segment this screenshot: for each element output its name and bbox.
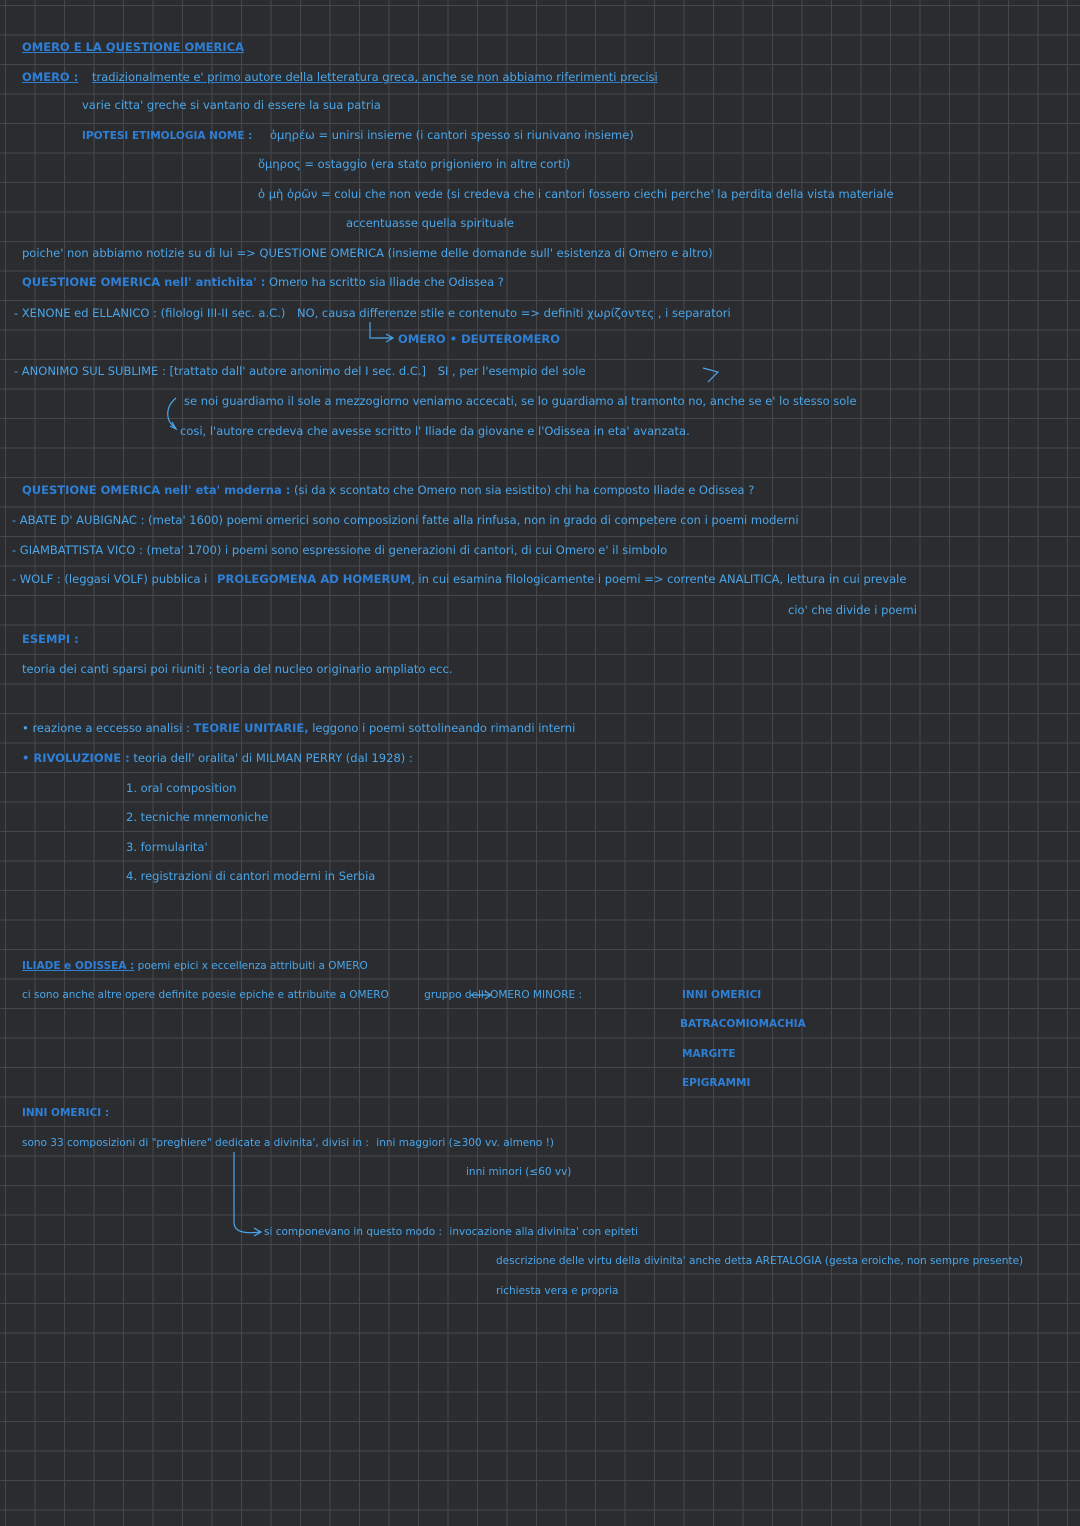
note-line: cosi, l'autore credeva che avesse scritt… [180, 424, 690, 438]
reazione-label: • reazione a eccesso analisi : [22, 721, 190, 735]
note-line: poiche' non abbiamo notizie su di lui =>… [22, 246, 713, 260]
note-line: • RIVOLUZIONE : teoria dell' oralita' di… [22, 751, 413, 765]
aubignac-text: (meta' 1600) poemi omerici sono composiz… [148, 513, 799, 527]
omero-minore-label: gruppo dell' OMERO MINORE : [424, 989, 583, 1001]
etimologia-label: IPOTESI ETIMOLOGIA NOME : [82, 130, 253, 142]
arrow-icon [484, 990, 493, 1000]
anonimo-label: - ANONIMO SUL SUBLIME : [trattato dall' … [14, 364, 427, 378]
reazione-text: leggono i poemi sottolineando rimandi in… [312, 721, 576, 735]
note-line: QUESTIONE OMERICA nell' antichita' : Ome… [22, 275, 504, 289]
note-line: - WOLF : (leggasi VOLF) pubblica i PROLE… [12, 572, 906, 586]
inni-omerici-label: INNI OMERICI : [22, 1107, 110, 1119]
wolf-text: , in cui esamina filologicamente i poemi… [411, 572, 907, 586]
inni-minori: inni minori (≤60 vv) [466, 1166, 572, 1178]
minore-item: EPIGRAMMI [682, 1077, 751, 1089]
note-line: varie citta' greche si vantano di essere… [82, 98, 381, 112]
note-line: ILIADE e ODISSEA : poemi epici x eccelle… [22, 959, 368, 973]
wolf-label: - WOLF : (leggasi VOLF) pubblica i [12, 572, 208, 586]
anonimo-text: SI , per l'esempio del sole [437, 364, 586, 378]
list-item: 4. registrazioni di cantori moderni in S… [126, 869, 376, 883]
list-item: 2. tecniche mnemoniche [126, 810, 269, 824]
arrow-icon [369, 322, 392, 339]
etimologia-3: ὁ μὴ ὁρῶν = colui che non vede (si crede… [258, 187, 894, 201]
note-line: se noi guardiamo il sole a mezzogiorno v… [184, 394, 857, 408]
arrow-icon [385, 333, 395, 343]
note-line: ci sono anche altre opere definite poesi… [22, 988, 582, 1002]
note-line: OMERO • DEUTEROMERO [398, 332, 561, 346]
questione-antichita-label: QUESTIONE OMERICA nell' antichita' : [22, 275, 266, 289]
etimologia-1: ὁμηρέω = unirsi insieme (i cantori spess… [270, 128, 634, 142]
brace-icon [167, 397, 177, 429]
note-line: - ANONIMO SUL SUBLIME : [trattato dall' … [14, 364, 586, 378]
xenone-label: - XENONE ed ELLANICO : (filologi III-II … [14, 306, 286, 320]
note-line: sono 33 composizioni di "preghiere" dedi… [22, 1136, 554, 1150]
page-title: OMERO E LA QUESTIONE OMERICA [22, 40, 244, 54]
list-item: 3. formularita' [126, 840, 208, 854]
inni-maggiori: inni maggiori (≥300 vv. almeno !) [376, 1137, 554, 1149]
etimologia-3-cont: accentuasse quella spirituale [346, 216, 514, 230]
minore-item: INNI OMERICI [682, 989, 762, 1001]
note-line: - GIAMBATTISTA VICO : (meta' 1700) i poe… [12, 543, 667, 557]
rivoluzione-label: • RIVOLUZIONE : [22, 751, 130, 765]
aubignac-label: - ABATE D' AUBIGNAC : [12, 513, 145, 527]
struttura-label: si componevano in questo modo : [264, 1226, 443, 1238]
note-line: • reazione a eccesso analisi : TEORIE UN… [22, 721, 575, 735]
altre-opere-text: ci sono anche altre opere definite poesi… [22, 989, 389, 1001]
note-line: OMERO : tradizionalmente e' primo autore… [22, 70, 658, 84]
vico-label: - GIAMBATTISTA VICO : [12, 543, 143, 557]
teorie-unitarie: TEORIE UNITARIE, [193, 721, 309, 735]
wolf-work: PROLEGOMENA AD HOMERUM [217, 572, 412, 586]
etimologia-2: ὅμηρος = ostaggio (era stato prigioniero… [258, 157, 571, 171]
minore-item: MARGITE [682, 1048, 736, 1060]
struttura-2: descrizione delle virtu della divinita' … [496, 1255, 1024, 1267]
questione-antichita-text: Omero ha scritto sia Iliade che Odissea … [268, 275, 504, 289]
arrow-icon [233, 1152, 261, 1234]
minore-item: BATRACOMIOMACHIA [680, 1018, 806, 1030]
arrow-icon [702, 367, 720, 383]
note-line: - XENONE ed ELLANICO : (filologi III-II … [14, 306, 731, 320]
note-line: si componevano in questo modo : invocazi… [264, 1225, 638, 1239]
questione-moderna-text: (si da x scontato che Omero non sia esis… [293, 483, 755, 497]
rivoluzione-text: teoria dell' oralita' di MILMAN PERRY (d… [133, 751, 413, 765]
vico-text: (meta' 1700) i poemi sono espressione di… [146, 543, 668, 557]
questione-moderna-label: QUESTIONE OMERICA nell' eta' moderna : [22, 483, 291, 497]
note-line: QUESTIONE OMERICA nell' eta' moderna : (… [22, 483, 754, 497]
omero-text: tradizionalmente e' primo autore della l… [91, 70, 658, 84]
arrow-icon [253, 1227, 263, 1237]
note-line: IPOTESI ETIMOLOGIA NOME : ὁμηρέω = unirs… [82, 128, 634, 143]
iliade-odissea-label: ILIADE e ODISSEA : [22, 960, 135, 972]
note-line: - ABATE D' AUBIGNAC : (meta' 1600) poemi… [12, 513, 799, 527]
struttura-1: invocazione alla divinita' con epiteti [449, 1226, 639, 1238]
arrow-icon [169, 421, 178, 431]
list-item: 1. oral composition [126, 781, 237, 795]
inni-text: sono 33 composizioni di "preghiere" dedi… [22, 1137, 369, 1149]
esempi-text: teoria dei canti sparsi poi riuniti ; te… [22, 662, 453, 676]
note-line: cio' che divide i poemi [788, 603, 917, 617]
esempi-label: ESEMPI : [22, 632, 79, 646]
struttura-3: richiesta vera e propria [496, 1285, 619, 1297]
omero-label: OMERO : [22, 70, 79, 84]
xenone-text: NO, causa differenze stile e contenuto =… [296, 306, 731, 320]
iliade-odissea-text: poemi epici x eccellenza attribuiti a OM… [137, 960, 368, 972]
